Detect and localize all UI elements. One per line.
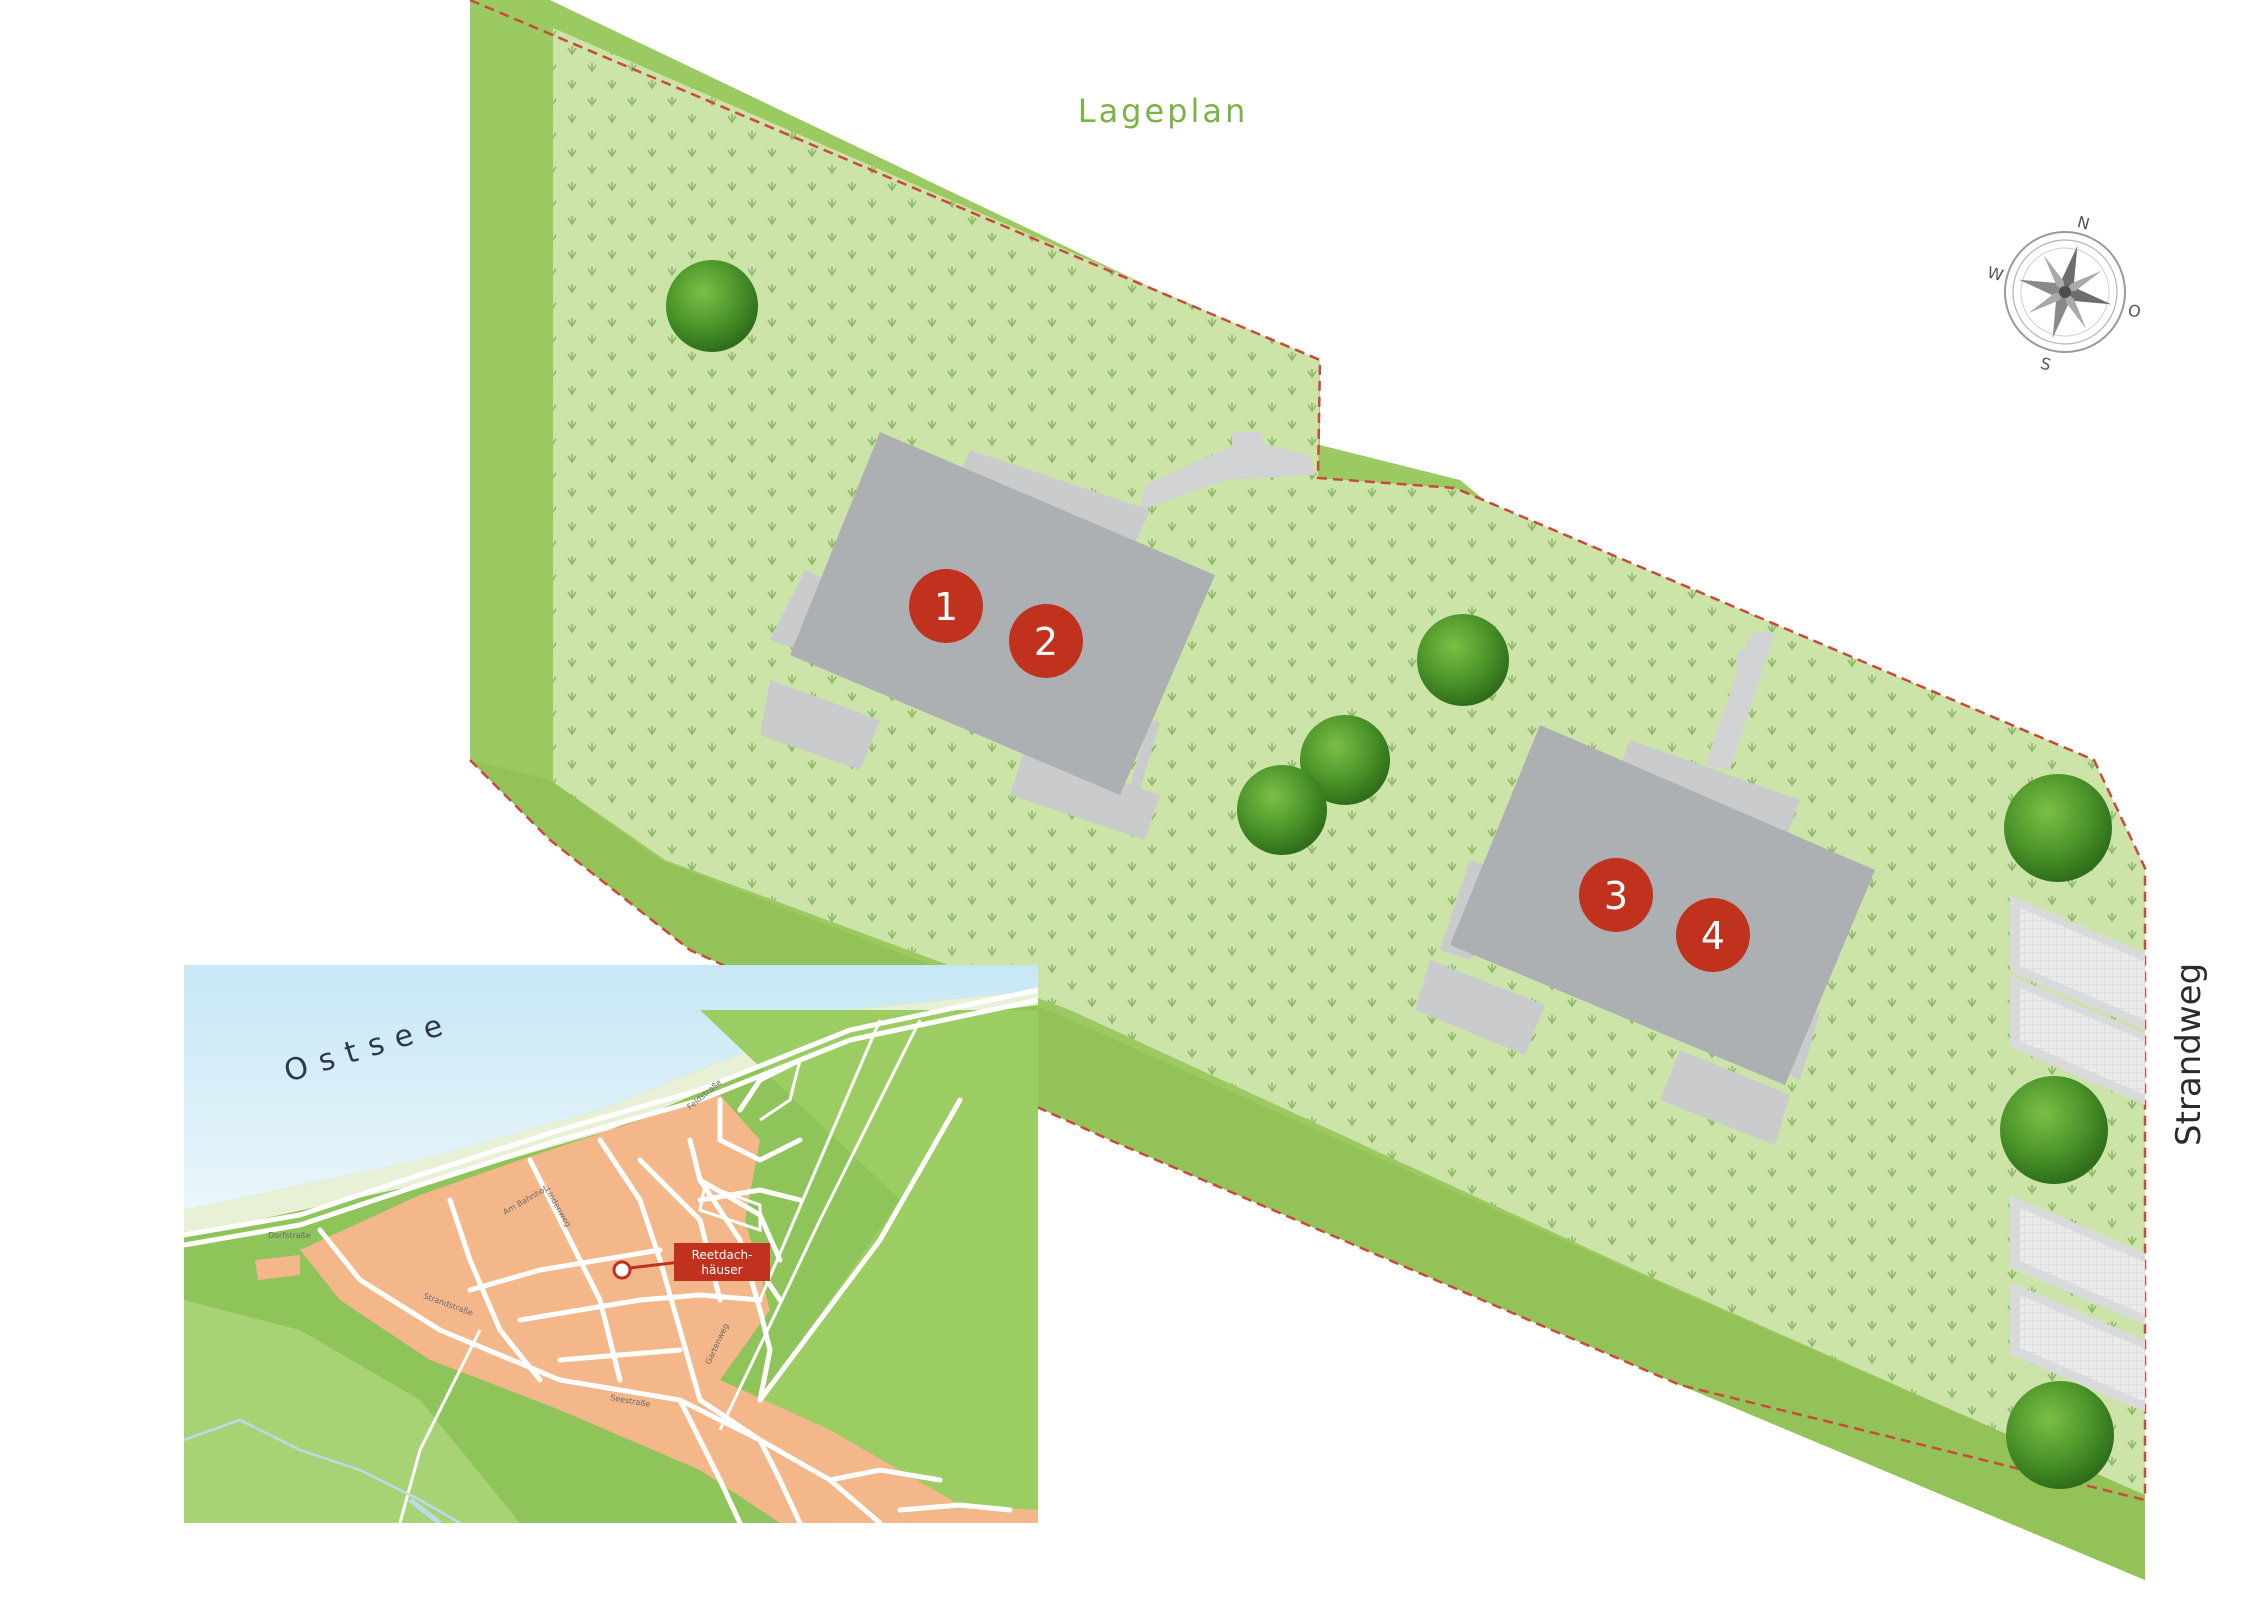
svg-text:S: S [2038, 353, 2053, 374]
roads [184, 987, 1038, 1523]
svg-text:3: 3 [1604, 874, 1628, 918]
town-area [300, 1095, 1038, 1523]
svg-text:1: 1 [934, 585, 958, 629]
marker-label-line2: häuser [701, 1263, 742, 1277]
trees [666, 260, 2114, 1489]
compass-rose-icon: N O S W [1985, 212, 2143, 374]
marker-label-line1: Reetdach- [692, 1248, 753, 1262]
plot-boundary-line [469, 0, 2147, 1495]
tree-icon [1417, 614, 1509, 706]
svg-text:N: N [2075, 212, 2091, 233]
inset-location-map: Dorfstraße Am Bahnhof Seestraße Lindenwe… [184, 965, 1038, 1523]
building-b-roof [1450, 725, 1875, 1085]
building-b [1415, 632, 1875, 1145]
building-a [760, 432, 1315, 840]
svg-text:O: O [2126, 300, 2143, 322]
svg-text:Dorfstraße: Dorfstraße [268, 1231, 311, 1240]
street-label: Strandweg [2169, 963, 2209, 1146]
building-a-roof [790, 432, 1215, 795]
plan-title: Lageplan [1078, 92, 1249, 130]
house-marker-1[interactable]: 1 [909, 569, 983, 643]
tree-icon [2004, 774, 2112, 882]
sea-area [184, 965, 1038, 1210]
svg-text:4: 4 [1701, 914, 1725, 958]
house-marker-3[interactable]: 3 [1579, 858, 1653, 932]
tree-icon [1237, 765, 1327, 855]
house-marker-2[interactable]: 2 [1009, 604, 1083, 678]
tree-icon [1300, 715, 1390, 805]
parking-area [2010, 895, 2145, 1412]
tree-icon [666, 260, 758, 352]
tree-icon [2006, 1381, 2114, 1489]
location-marker-icon[interactable]: Reetdach- häuser [612, 1243, 770, 1281]
svg-text:2: 2 [1034, 620, 1058, 664]
tree-icon [2000, 1076, 2108, 1184]
minor-roads [398, 1019, 922, 1523]
house-marker-4[interactable]: 4 [1676, 898, 1750, 972]
svg-text:W: W [1985, 263, 2005, 285]
